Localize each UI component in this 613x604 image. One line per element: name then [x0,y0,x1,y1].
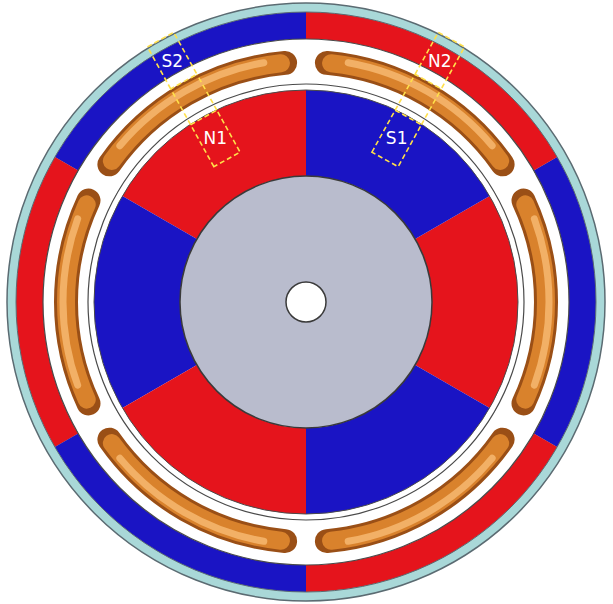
marker-line [197,74,217,110]
rotor-outline [94,90,518,514]
marker-line [395,74,415,110]
magnet-ring-edge [16,12,596,592]
coil-highlight [534,219,549,385]
marker-line [421,89,441,125]
pole-label: N1 [204,130,228,147]
shaft-hole [286,282,326,322]
marker-line [171,89,191,125]
marker-box [415,32,465,89]
pole-label: N2 [428,52,452,69]
coil-highlight [63,219,78,385]
pole-label: S1 [386,130,408,147]
stator-outline [43,39,569,565]
pole-label: S2 [161,52,183,69]
rotor-core [180,176,432,428]
marker-box [147,32,197,89]
stator-inner-outline [88,84,524,520]
marker-box [191,110,241,167]
stator-slot [301,521,311,564]
housing-ring [7,3,605,601]
marker-box [372,110,422,167]
stator-slot [301,40,311,83]
